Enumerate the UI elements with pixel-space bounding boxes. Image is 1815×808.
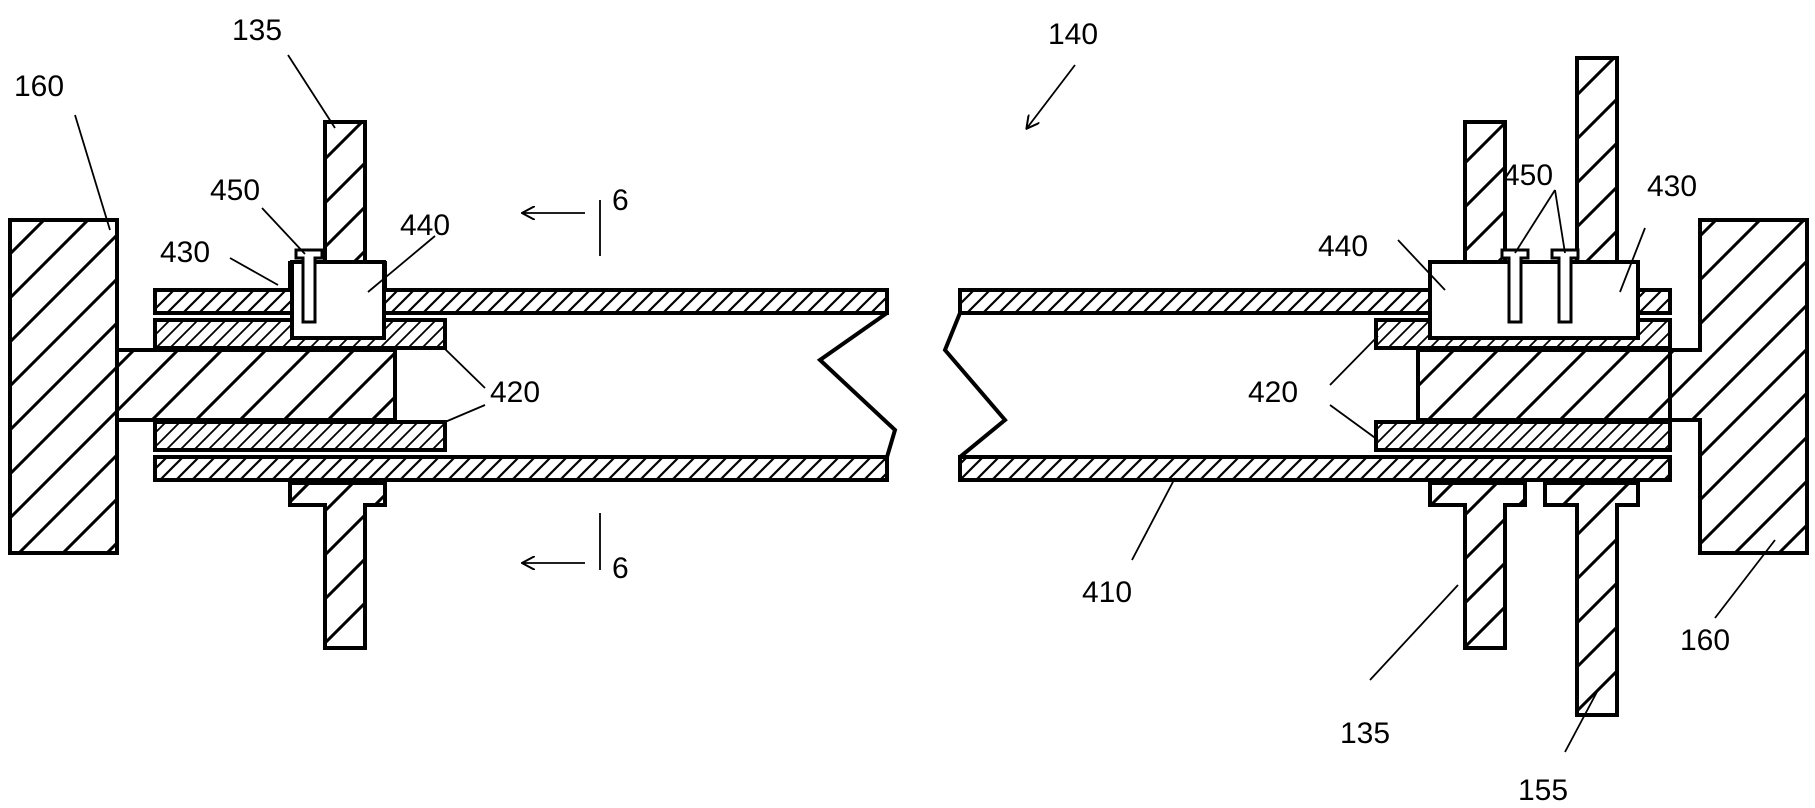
leader-440-right (1397, 239, 1446, 291)
leader-lines (74, 54, 1776, 753)
leader-140 (1027, 64, 1076, 128)
left-tube-wall-top (153, 288, 889, 315)
label-430-left: 430 (160, 236, 210, 269)
right-pin-450-b (1550, 248, 1580, 324)
label-6-bottom: 6 (612, 552, 629, 585)
leader-420-left-a (444, 348, 486, 389)
left-pin-450 (294, 248, 324, 324)
left-tube-break (816, 290, 898, 480)
reference-labels: 160 135 450 430 440 6 420 6 140 450 430 … (14, 14, 1730, 807)
right-plate-155-bottom (1543, 481, 1640, 717)
label-430-right: 430 (1647, 170, 1697, 203)
left-assembly (8, 120, 898, 650)
leader-420-right-b (1329, 404, 1379, 441)
leader-420-right-a (1329, 335, 1379, 386)
right-plate-135-bottom (1428, 481, 1527, 650)
label-410: 410 (1082, 576, 1132, 609)
leader-135-top (287, 54, 336, 129)
label-135-bottom: 135 (1340, 717, 1390, 750)
leader-450-right-a (1514, 189, 1556, 254)
label-6-top: 6 (612, 184, 629, 217)
right-collar-440 (1428, 260, 1640, 340)
leader-160-right (1714, 539, 1776, 619)
label-420-right: 420 (1248, 376, 1298, 409)
label-440-right: 440 (1318, 230, 1368, 263)
left-plug (115, 348, 397, 422)
right-assembly (942, 56, 1809, 717)
right-pin-450-a (1500, 248, 1530, 324)
left-tube-wall-bottom (153, 455, 889, 482)
right-flange-160 (1668, 218, 1809, 555)
label-450-left: 450 (210, 174, 260, 207)
label-160-right: 160 (1680, 624, 1730, 657)
label-140: 140 (1048, 18, 1098, 51)
right-plug (1416, 348, 1702, 422)
leader-450-right-b (1554, 189, 1566, 254)
left-plate-135-bottom (288, 481, 387, 650)
label-440-left: 440 (400, 209, 450, 242)
leader-420-left-b (444, 404, 486, 423)
section-markers (523, 200, 601, 570)
leader-450-left (261, 207, 306, 255)
leader-440-left (367, 235, 436, 293)
label-450-right: 450 (1503, 159, 1553, 192)
leader-135-bottom (1369, 584, 1459, 681)
right-liner-420-bottom (1374, 420, 1672, 452)
leader-160-left (74, 114, 111, 231)
label-420-left: 420 (490, 376, 540, 409)
leader-410 (1131, 477, 1176, 561)
leader-430-right (1619, 227, 1646, 293)
leader-430-left (229, 257, 279, 286)
label-155: 155 (1518, 774, 1568, 807)
left-liner-420-bottom (153, 420, 447, 452)
label-160-left: 160 (14, 70, 64, 103)
right-tube-wall-bottom (958, 455, 1672, 482)
leader-155 (1564, 689, 1599, 753)
label-135-top: 135 (232, 14, 282, 47)
right-tube-break (942, 290, 1008, 480)
